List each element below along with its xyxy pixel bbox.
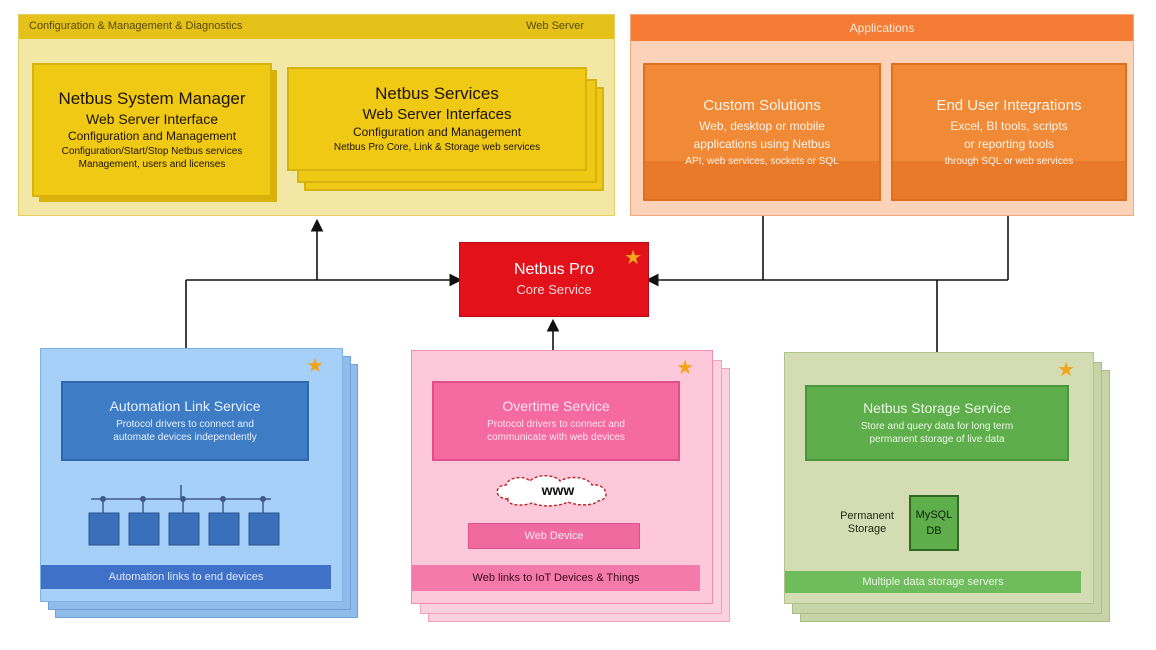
core-title: Netbus Pro	[513, 260, 595, 278]
cloud-icon	[496, 475, 607, 507]
custom-solutions-line2: applications using Netbus	[693, 136, 831, 151]
star-icon: ★	[306, 355, 324, 377]
overtime-line1: Protocol drivers to connect and	[487, 418, 625, 430]
device-icon	[168, 512, 200, 546]
services-box[interactable]: Netbus Services Web Server Interfaces Co…	[287, 67, 587, 171]
config-group-tag: Web Server	[526, 20, 584, 32]
db-name-2: DB	[926, 524, 942, 537]
system-manager-line2: Management, users and licenses	[78, 159, 226, 171]
web-device-label: Web Device	[524, 529, 584, 542]
system-manager-heading: Configuration and Management	[67, 128, 237, 143]
device-icon	[248, 512, 280, 546]
automation-line1: Protocol drivers to connect and	[116, 418, 254, 430]
system-manager-line1: Configuration/Start/Stop Netbus services	[61, 145, 243, 157]
web-device-box[interactable]: Web Device	[468, 523, 640, 549]
automation-title: Automation Link Service	[109, 398, 261, 415]
end-user-box[interactable]: End User Integrations Excel, BI tools, s…	[891, 63, 1127, 201]
automation-service-card[interactable]: ★ Automation Link Service Protocol drive…	[40, 348, 343, 602]
db-name-1: MySQL	[915, 508, 953, 521]
system-manager-title: Netbus System Manager	[58, 89, 246, 109]
applications-group-title: Applications	[849, 21, 915, 35]
storage-line1: Store and query data for long term	[860, 420, 1014, 432]
database-icon[interactable]: MySQL DB	[909, 495, 959, 551]
core-subtitle: Core Service	[516, 282, 592, 298]
system-manager-subtitle: Web Server Interface	[85, 110, 219, 127]
overtime-line2: communicate with web devices	[487, 432, 625, 444]
device-icon	[208, 512, 240, 546]
star-icon: ★	[624, 247, 642, 269]
custom-solutions-box[interactable]: Custom Solutions Web, desktop or mobile …	[643, 63, 881, 201]
config-group-header	[19, 15, 614, 39]
end-user-line1: Excel, BI tools, scripts	[950, 119, 1068, 134]
applications-group: Applications Custom Solutions Web, deskt…	[630, 14, 1134, 216]
storage-footer: Multiple data storage servers	[785, 571, 1081, 593]
custom-solutions-title: Custom Solutions	[703, 96, 821, 114]
automation-line2: automate devices independently	[113, 432, 257, 444]
overtime-title: Overtime Service	[502, 398, 610, 415]
device-bus	[88, 485, 280, 546]
storage-service-card[interactable]: ★ Netbus Storage Service Store and query…	[784, 352, 1094, 604]
permanent-storage-label: Permanent Storage	[829, 503, 905, 543]
end-user-stripe	[893, 161, 1125, 199]
storage-line2: permanent storage of live data	[869, 434, 1005, 446]
end-user-line2: or reporting tools	[963, 136, 1055, 151]
end-user-line3: through SQL or web services	[944, 155, 1074, 167]
cloud-label: www	[541, 482, 575, 498]
config-management-group: Configuration & Management & Diagnostics…	[18, 14, 615, 216]
overtime-footer-text: Web links to IoT Devices & Things	[472, 571, 640, 584]
device-icon	[88, 512, 120, 546]
db-label-2: Storage	[847, 523, 887, 535]
services-subtitle: Web Server Interfaces	[362, 106, 512, 123]
services-line1: Netbus Pro Core, Link & Storage web serv…	[333, 142, 541, 154]
star-icon: ★	[1057, 359, 1075, 381]
overtime-service-card[interactable]: ★ Overtime Service Protocol drivers to c…	[411, 350, 713, 604]
automation-footer-text: Automation links to end devices	[108, 570, 264, 583]
applications-group-header	[631, 15, 1133, 41]
automation-footer: Automation links to end devices	[41, 565, 331, 589]
device-icon	[128, 512, 160, 546]
system-manager-box[interactable]: Netbus System Manager Web Server Interfa…	[32, 63, 272, 197]
storage-service-box[interactable]: Netbus Storage Service Store and query d…	[805, 385, 1069, 461]
custom-solutions-line3: API, web services, sockets or SQL	[685, 155, 839, 167]
storage-footer-text: Multiple data storage servers	[862, 575, 1004, 588]
services-title: Netbus Services	[375, 84, 499, 104]
star-icon: ★	[676, 357, 694, 379]
custom-solutions-stripe	[645, 161, 879, 199]
storage-title: Netbus Storage Service	[863, 400, 1011, 417]
services-heading: Configuration and Management	[352, 125, 522, 140]
overtime-footer: Web links to IoT Devices & Things	[412, 565, 700, 591]
automation-service-box[interactable]: Automation Link Service Protocol drivers…	[61, 381, 309, 461]
db-label-1: Permanent	[840, 510, 894, 523]
netbus-pro-core-box[interactable]: Netbus Pro Core Service ★	[459, 242, 649, 317]
config-group-title: Configuration & Management & Diagnostics	[29, 20, 243, 32]
custom-solutions-line1: Web, desktop or mobile	[699, 119, 825, 134]
overtime-service-box[interactable]: Overtime Service Protocol drivers to con…	[432, 381, 680, 461]
end-user-title: End User Integrations	[936, 96, 1082, 114]
